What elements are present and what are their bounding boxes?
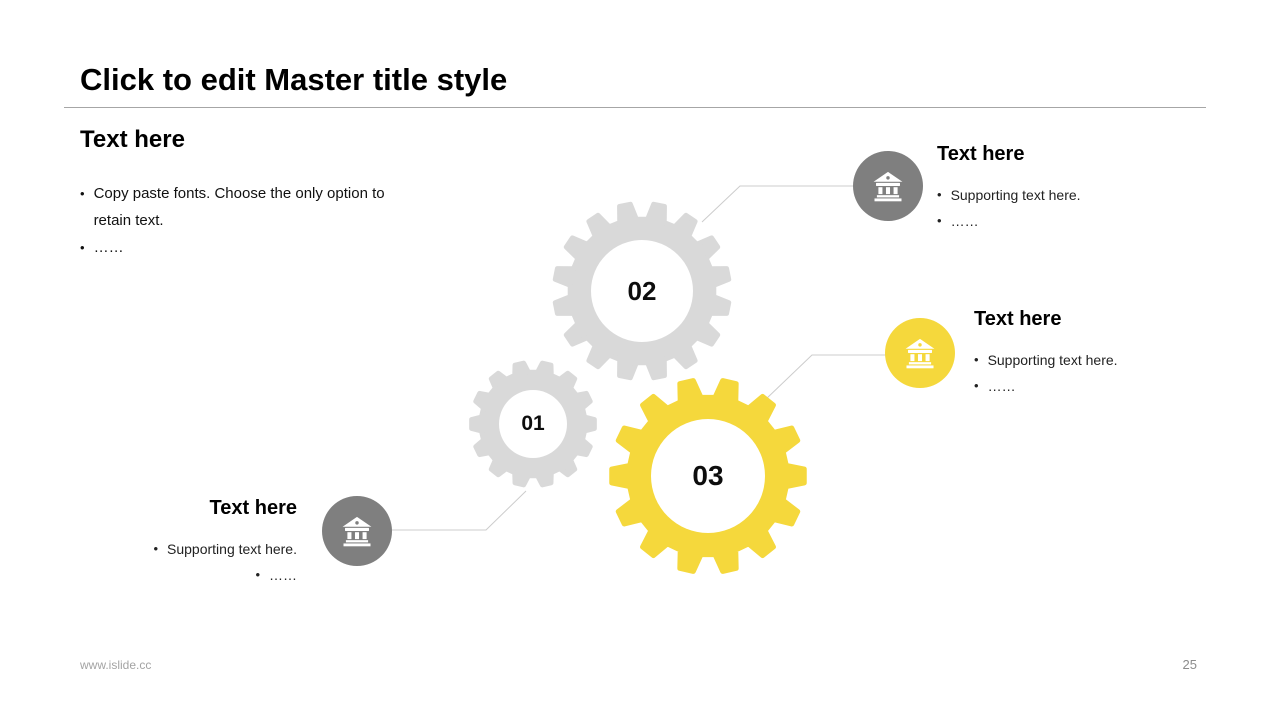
bullet-dot: • xyxy=(153,541,159,556)
bullet-text: …… xyxy=(950,213,979,229)
gear-02-number: 02 xyxy=(627,275,657,306)
bullet-text: Supporting text here. xyxy=(167,541,297,557)
gear-03: 03 xyxy=(603,371,813,581)
bullet-text: …… xyxy=(93,239,124,256)
bullet-item: • Supporting text here. xyxy=(97,536,297,562)
callout-heading: Text here xyxy=(974,308,1062,330)
callout-2-text: Text here • Supporting text here. • …… xyxy=(974,308,1214,399)
gear-02: 02 xyxy=(546,195,738,387)
bullet-text: …… xyxy=(269,567,297,583)
bullet-dot: • xyxy=(937,213,942,228)
callout-3-circle xyxy=(322,496,392,566)
bullet-dot: • xyxy=(80,186,85,201)
page-number: 25 xyxy=(1182,657,1197,672)
left-block-bullets: • Copy paste fonts. Choose the only opti… xyxy=(80,180,420,261)
bullet-item: • …… xyxy=(937,208,1177,234)
gear-03-number: 03 xyxy=(692,460,724,491)
bullet-dot: • xyxy=(80,240,85,255)
bullet-dot: • xyxy=(974,352,979,367)
bullet-dot: • xyxy=(255,567,260,582)
bullet-text: …… xyxy=(987,378,1016,394)
bullet-text: Supporting text here. xyxy=(987,352,1118,368)
left-text-block: Text here • Copy paste fonts. Choose the… xyxy=(80,126,420,261)
bullet-text: Supporting text here. xyxy=(950,187,1081,203)
gear-01: 01 xyxy=(463,354,603,494)
bullet-dot: • xyxy=(937,187,942,202)
bullet-item: • Copy paste fonts. Choose the only opti… xyxy=(80,180,420,234)
footer-website-link[interactable]: www.islide.cc xyxy=(80,658,152,672)
bullet-text: Copy paste fonts. Choose the only option… xyxy=(93,185,385,229)
bank-icon xyxy=(905,338,935,369)
bullet-item: • …… xyxy=(97,562,297,588)
bullet-item: • Supporting text here. xyxy=(974,347,1214,373)
callout-2-circle xyxy=(885,318,955,388)
callout-heading: Text here xyxy=(209,497,297,519)
left-block-heading: Text here xyxy=(80,126,185,153)
bullet-item: • …… xyxy=(80,234,420,261)
bank-icon xyxy=(873,171,903,202)
bullet-item: • Supporting text here. xyxy=(937,182,1177,208)
bank-icon xyxy=(342,516,372,547)
callout-heading: Text here xyxy=(937,143,1025,165)
page-title: Click to edit Master title style xyxy=(80,62,508,97)
gear-01-number: 01 xyxy=(521,412,545,435)
bullet-item: • …… xyxy=(974,373,1214,399)
callout-1-text: Text here • Supporting text here. • …… xyxy=(937,143,1177,234)
callout-1-circle xyxy=(853,151,923,221)
title-divider xyxy=(64,107,1206,108)
callout-3-text: Text here • Supporting text here. • …… xyxy=(97,497,297,588)
bullet-dot: • xyxy=(974,378,979,393)
